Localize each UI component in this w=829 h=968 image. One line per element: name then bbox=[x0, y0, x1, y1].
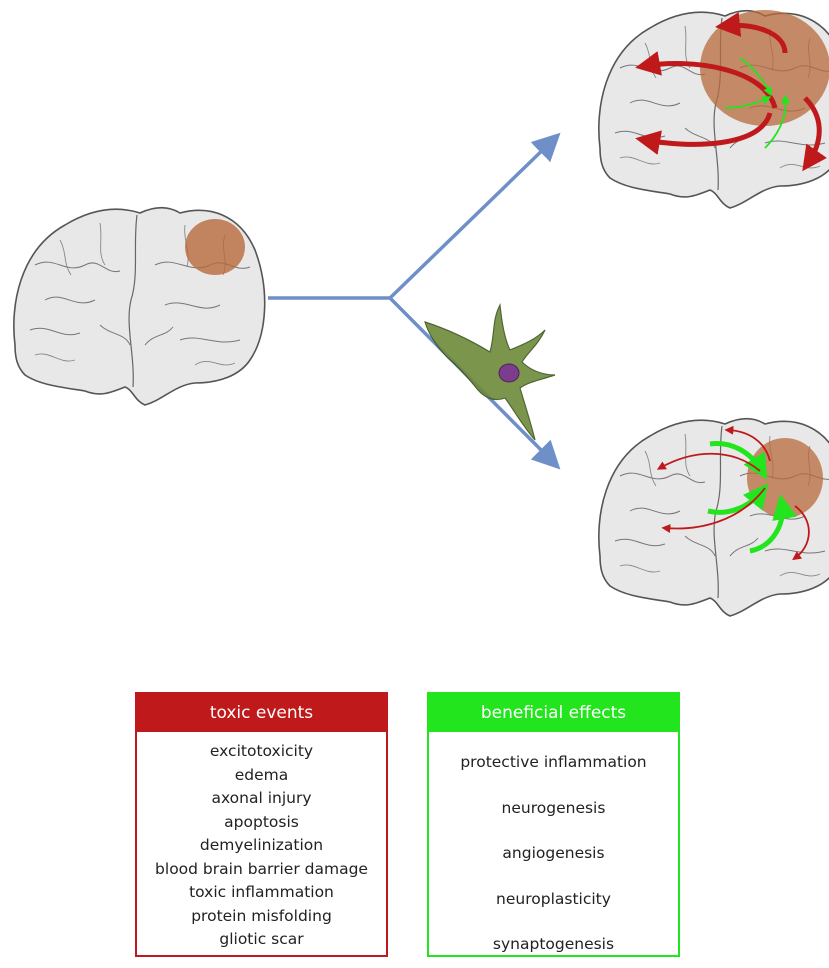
toxic-item: apoptosis bbox=[224, 812, 299, 831]
beneficial-item: neuroplasticity bbox=[496, 889, 611, 908]
toxic-item: gliotic scar bbox=[219, 930, 304, 948]
lesion-large bbox=[700, 10, 829, 126]
brain-toxic-outcome-icon bbox=[598, 9, 829, 209]
toxic-events-box: toxic events excitotoxicity edema axonal… bbox=[135, 692, 388, 957]
toxic-item: blood brain barrier damage bbox=[155, 859, 368, 878]
arrow-to-top-brain bbox=[388, 132, 561, 300]
toxic-item: protein misfolding bbox=[191, 906, 332, 925]
brain-beneficial-outcome-icon bbox=[598, 417, 829, 617]
toxic-item: axonal injury bbox=[211, 789, 312, 807]
beneficial-effects-title: beneficial effects bbox=[429, 694, 678, 732]
beneficial-item: synaptogenesis bbox=[492, 935, 615, 953]
toxic-arrows-thin bbox=[656, 425, 810, 561]
toxic-events-title: toxic events bbox=[137, 694, 386, 732]
lesion-initial bbox=[185, 219, 245, 275]
toxic-item: demyelinization bbox=[199, 836, 324, 854]
beneficial-item: protective inflammation bbox=[460, 753, 647, 771]
toxic-events-list: excitotoxicity edema axonal injury apopt… bbox=[137, 732, 386, 952]
brain-initial-icon bbox=[13, 206, 266, 406]
microglia-cell-icon bbox=[424, 302, 556, 441]
connector-arrows bbox=[268, 132, 561, 470]
toxic-arrows bbox=[635, 12, 827, 172]
beneficial-item: neurogenesis bbox=[501, 798, 606, 817]
beneficial-item: angiogenesis bbox=[502, 844, 605, 862]
toxic-item: edema bbox=[234, 765, 289, 784]
beneficial-arrows-thin bbox=[724, 57, 791, 149]
beneficial-effects-list: protective inflammation neurogenesis ang… bbox=[429, 732, 678, 968]
beneficial-effects-box: beneficial effects protective inflammati… bbox=[427, 692, 680, 957]
toxic-item: toxic inflammation bbox=[189, 883, 334, 901]
lesion-contained bbox=[747, 438, 823, 518]
toxic-item: excitotoxicity bbox=[209, 742, 314, 760]
